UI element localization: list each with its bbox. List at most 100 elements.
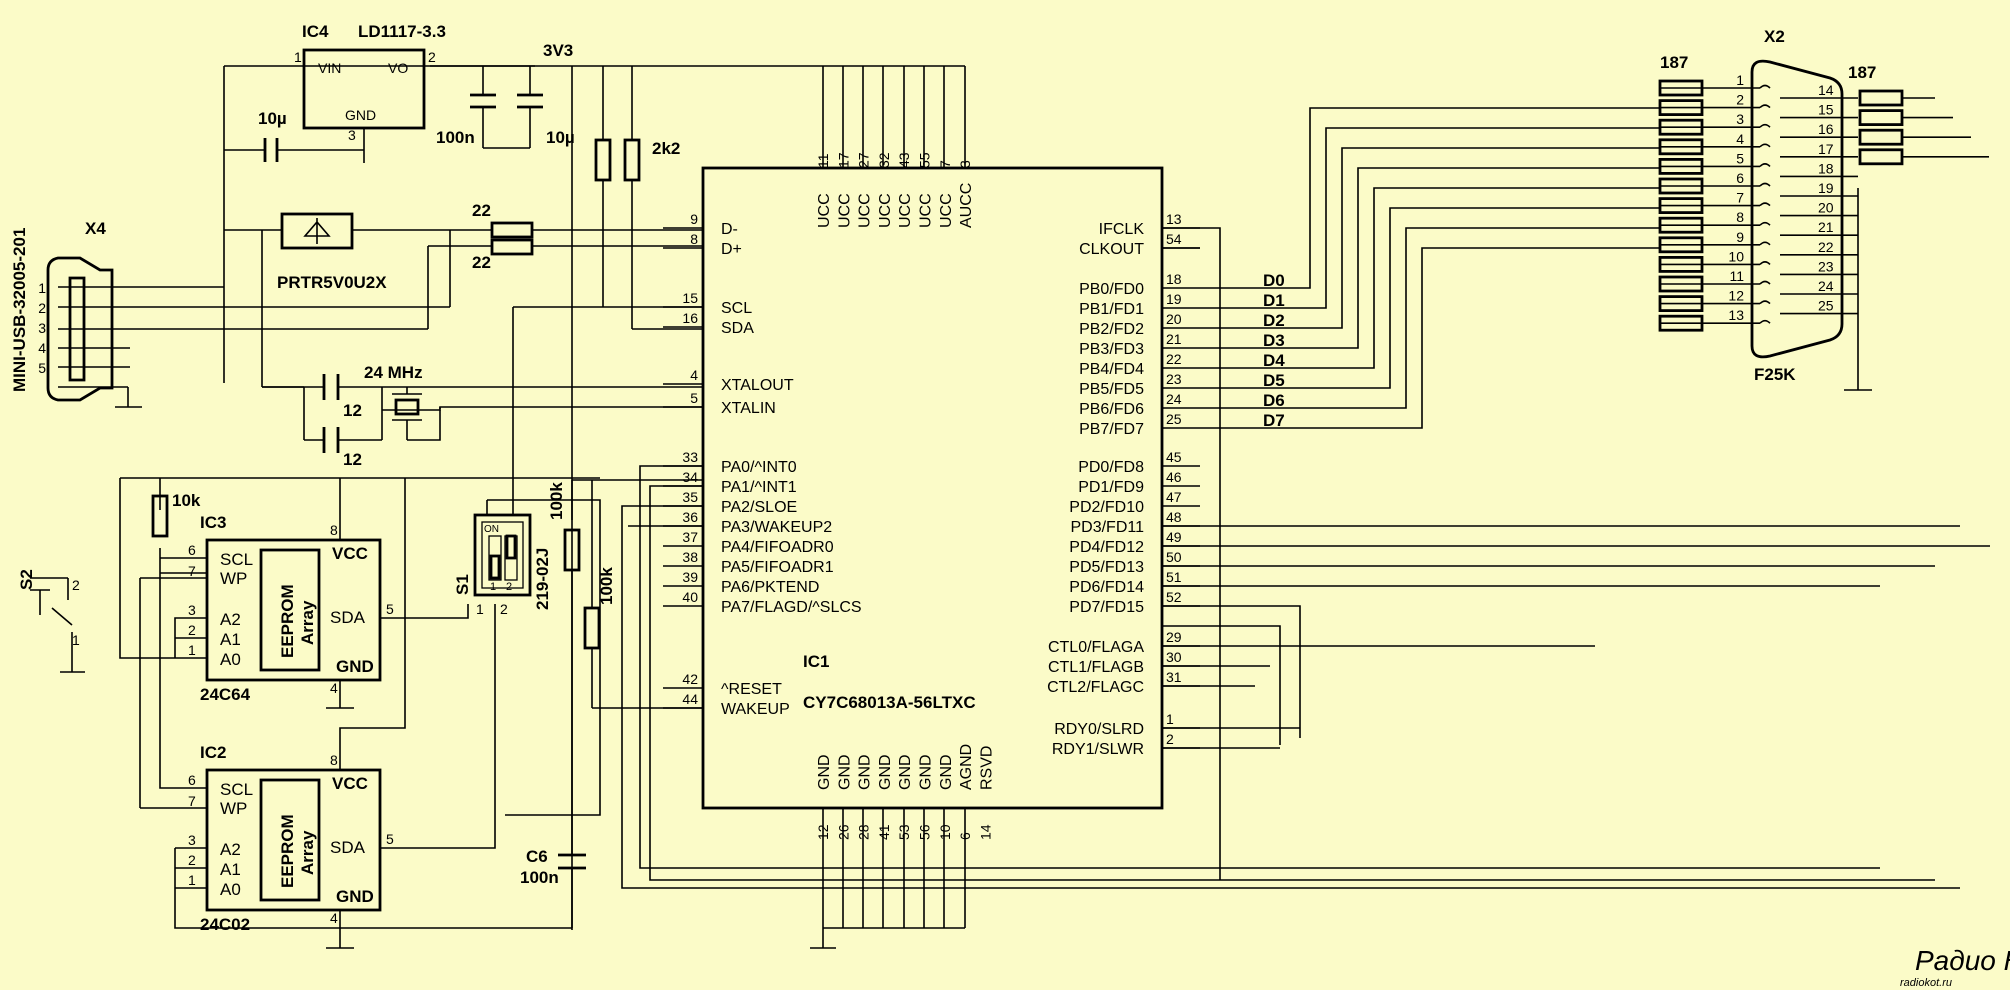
ic3-arr1: EEPROM xyxy=(278,584,297,658)
pullup-scl xyxy=(594,138,612,182)
ic1-right-pin-name: PD4/FD12 xyxy=(1069,539,1144,556)
ic1-right-pin-num: 2 xyxy=(1166,731,1174,747)
ic1-left-pin-num: 5 xyxy=(690,390,698,406)
x2-left-pin-num: 6 xyxy=(1736,170,1744,186)
ic3-array xyxy=(259,548,321,672)
ic1-right-pin-num: 24 xyxy=(1166,391,1182,407)
ic3-scl: SCL xyxy=(220,550,253,569)
x2-right-pin-num: 21 xyxy=(1818,219,1834,235)
cap-out-pair xyxy=(470,93,543,109)
x2-right-pin-num: 14 xyxy=(1818,82,1834,98)
cap-10u-value: 10µ xyxy=(546,128,575,147)
ic3-p1: 1 xyxy=(188,642,196,658)
ic1-top-pin-name: UCC xyxy=(857,193,874,228)
ic2-array xyxy=(259,778,321,902)
ic3-sda: SDA xyxy=(330,608,366,627)
x4-pin-num: 2 xyxy=(38,300,46,316)
x2-right-pin-num: 18 xyxy=(1818,160,1834,176)
ic2-scl: SCL xyxy=(220,780,253,799)
ic1-top-pin-name: UCC xyxy=(897,193,914,228)
ic1-top-pin-name: UCC xyxy=(918,193,935,228)
x2-part: F25K xyxy=(1754,365,1796,384)
ic2-p8: 8 xyxy=(330,752,338,768)
ic2-gnd: GND xyxy=(336,887,374,906)
ic2-a2: A2 xyxy=(220,840,241,859)
pullup-value: 2k2 xyxy=(652,139,680,158)
ic1-right-pin-num: 51 xyxy=(1166,569,1182,585)
ic1-right-pin-name: PD6/FD14 xyxy=(1069,579,1144,596)
x2-left-resistor xyxy=(1658,79,1704,97)
ic4-pin1: 1 xyxy=(294,49,302,65)
ic1-right-pin-name: PB4/FD4 xyxy=(1079,361,1144,378)
ic1-right-pin-num: 13 xyxy=(1166,211,1182,227)
x2-left-resistor xyxy=(1658,314,1704,332)
fd-bus-wire xyxy=(1200,247,1660,429)
ic2-p6: 6 xyxy=(188,772,196,788)
fd-bus-wire xyxy=(1200,227,1660,409)
s1-body xyxy=(473,513,532,597)
x4-part: MINI-USB-32005-201 xyxy=(10,228,29,392)
ic3-vcc: VCC xyxy=(332,544,368,563)
eeprom-ic2: EEPROM Array SCL WP A2 A1 A0 SDA VCC GND… xyxy=(159,478,572,949)
ic1-left-pin-num: 40 xyxy=(682,589,698,605)
c6-body xyxy=(558,853,586,870)
ic3-a1: A1 xyxy=(220,630,241,649)
ic1-bottom-pin-name: GND xyxy=(836,754,853,790)
ic1-part: CY7C68013A-56LTXC xyxy=(803,693,976,712)
ic2-p7: 7 xyxy=(188,793,196,809)
data-bus-label: D5 xyxy=(1263,371,1285,390)
ic4-pin2: 2 xyxy=(428,49,436,65)
x2-left-resistor xyxy=(1658,177,1704,195)
s1-on: ON xyxy=(484,524,499,535)
data-bus-label: D7 xyxy=(1263,411,1285,430)
ic1-right-pin-name: PD1/FD9 xyxy=(1078,479,1144,496)
ic2-p1: 1 xyxy=(188,872,196,888)
fd-bus-wire xyxy=(1200,147,1660,329)
x4-pin-num: 1 xyxy=(38,280,46,296)
ic1-left-pin-name: PA4/FIFOADR0 xyxy=(721,539,834,556)
ic1-top-pin-name: UCC xyxy=(938,193,955,228)
x2-right-pin-num: 23 xyxy=(1818,258,1834,274)
cap-in-value: 10µ xyxy=(258,109,287,128)
fd-bus-wire xyxy=(1200,207,1660,389)
r100k-a xyxy=(563,528,581,572)
tvs-body xyxy=(280,212,354,250)
ic1-top-pin-name: UCC xyxy=(836,193,853,228)
ic1-left-pin-name: PA1/^INT1 xyxy=(721,479,797,496)
ic1-right-pin-num: 18 xyxy=(1166,271,1182,287)
x2-ref: X2 xyxy=(1764,27,1785,46)
ic3-p2: 2 xyxy=(188,622,196,638)
ic1-right-pin-num: 54 xyxy=(1166,231,1182,247)
ic1-bottom-pin-name: GND xyxy=(816,754,833,790)
ic1-left-pin-num: 39 xyxy=(682,569,698,585)
ic2-part: 24C02 xyxy=(200,915,250,934)
x2-left-pin-num: 13 xyxy=(1728,307,1744,323)
watermark: Радио КОТ radiokot.ru xyxy=(1900,945,2010,989)
gnd-bus xyxy=(810,808,966,949)
ic1-left-pin-num: 34 xyxy=(682,469,698,485)
x2-left-pin-num: 10 xyxy=(1728,248,1744,264)
ic1-left-pin-name: PA7/FLAGD/^SLCS xyxy=(721,599,862,616)
ic1-ref: IC1 xyxy=(803,652,829,671)
x2-left-resistor xyxy=(1658,157,1704,175)
x2-left-pin-num: 1 xyxy=(1736,72,1744,88)
ic3-p8: 8 xyxy=(330,522,338,538)
ic2-arr1: EEPROM xyxy=(278,814,297,888)
ic1-right-pin-name: PB2/FD2 xyxy=(1079,321,1144,338)
s2-p1: 1 xyxy=(72,632,80,648)
ic1-left-pin-num: 4 xyxy=(690,367,698,383)
tvs-diode-icon xyxy=(303,218,331,244)
watermark-line1: Радио КОТ xyxy=(1915,945,2010,976)
s2-ref: S2 xyxy=(17,569,36,590)
ic1-top-pin-name: AUCC xyxy=(958,183,975,228)
x2-left-pin-num: 2 xyxy=(1736,92,1744,108)
x2-left-pin-num: 9 xyxy=(1736,229,1744,245)
port-a-wiring xyxy=(621,465,1960,889)
ic1-body xyxy=(701,166,1164,810)
ic2-ref: IC2 xyxy=(200,743,226,762)
ic1-bottom-pins: GND12GND26GND28GND41GND53GND56GND10AGND6… xyxy=(815,744,995,840)
r-usb-b-value: 22 xyxy=(472,253,491,272)
ic1-left-pin-num: 42 xyxy=(682,671,698,687)
pullup-sda xyxy=(623,138,641,182)
x2-right-pin-num: 16 xyxy=(1818,121,1834,137)
